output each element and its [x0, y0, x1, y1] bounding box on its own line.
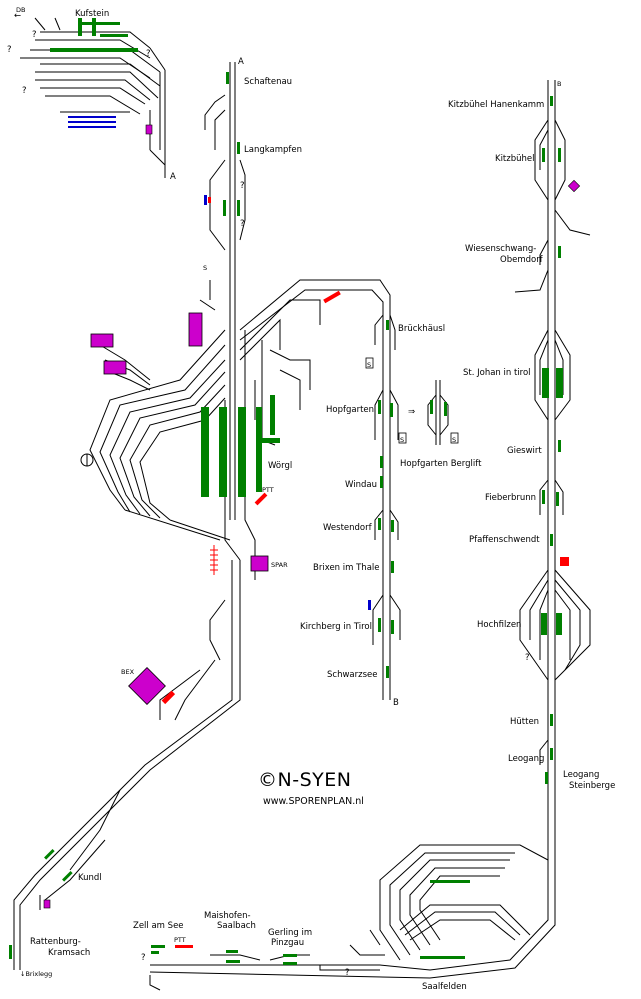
leogang-label: Leogang	[508, 754, 544, 764]
langkampfen-label: Langkampfen	[244, 145, 302, 155]
kitzbuhel-industry-siding	[567, 179, 581, 193]
question-mark: ?	[240, 219, 245, 229]
rattenberg-label: Rattenburg-Kramsach	[30, 937, 90, 958]
kundl-industry-siding	[43, 899, 51, 909]
bex-label: BEX	[121, 668, 135, 676]
lower-inn-line: BEX Kundl Rattenburg-Kramsach ↓Brixlegg	[9, 560, 241, 978]
westendorf-label: Westendorf	[323, 523, 373, 533]
bex-signal-box	[161, 690, 176, 705]
worgl-industry-siding	[90, 333, 114, 348]
question-mark: ?	[7, 45, 12, 55]
kundl-label: Kundl	[78, 873, 102, 883]
brixlegg-label: ↓Brixlegg	[20, 970, 52, 978]
s-label: S	[367, 361, 371, 369]
connector-b-label: B	[557, 80, 561, 88]
ptt-label: PTT	[174, 936, 186, 944]
fieberbrunn-label: Fieberbrunn	[485, 493, 536, 503]
saalfelden-label: Saalfelden	[422, 982, 467, 992]
schwarzsee-label: Schwarzsee	[327, 670, 377, 680]
gieswirt-label: Gieswirt	[507, 446, 542, 456]
kirchberg-label: Kirchberg in Tirol	[300, 622, 372, 632]
pfaffenschwendt-signal-box	[560, 557, 569, 566]
schaftenau-label: Schaftenau	[244, 77, 292, 87]
bex-siding	[128, 667, 166, 705]
worgl-signal-box	[323, 290, 341, 304]
kufstein-industry-siding	[145, 124, 153, 135]
kitzbuhel-hahnenkamm-label: Kitzbühel Hanenkamm	[448, 100, 544, 110]
question-mark: ?	[32, 30, 37, 40]
question-mark: ?	[22, 86, 27, 96]
connector-a-label: A	[238, 57, 244, 67]
pfaffenschwendt-label: Pfaffenschwendt	[469, 535, 540, 545]
db-label: DB	[16, 6, 25, 14]
question-mark: ?	[146, 49, 151, 59]
giselabahn-middle: Brückhäusl Hopfgarten ⇒ Hopfgarten Bergl…	[300, 314, 482, 708]
connector-b-label: B	[393, 698, 399, 708]
sporenplan-logo: ©N-SYEN www.SPORENPLAN.nl	[258, 769, 364, 807]
hopfgarten-berglift-label: Hopfgarten Berglift	[400, 459, 482, 469]
worgl-station: Wörgl SPAR PTT S	[80, 264, 391, 700]
question-mark: ?	[141, 953, 146, 963]
question-mark: ?	[345, 968, 350, 978]
s-label: S	[400, 436, 404, 444]
s-label: S	[452, 436, 456, 444]
db-arrow-icon: ←	[14, 11, 21, 21]
wiesenschwang-label: Wiesenschwang-Obemdorf	[465, 244, 544, 265]
logo-url: www.SPORENPLAN.nl	[263, 796, 364, 807]
hutten-label: Hütten	[510, 717, 539, 727]
hopfgarten-label: Hopfgarten	[326, 405, 374, 415]
windau-label: Windau	[345, 480, 377, 490]
hochfilzen-label: Hochfilzen	[477, 620, 521, 630]
bruckhausl-label: Brückhäusl	[398, 324, 445, 334]
maishofen-label: Maishofen-Saalbach	[204, 911, 256, 931]
logo-mark: ©N-SYEN	[258, 769, 351, 791]
worgl-label: Wörgl	[268, 461, 292, 471]
question-mark: ?	[525, 653, 530, 663]
kitzbuhel-label: Kitzbühel	[495, 154, 535, 164]
st-johann-label: St. Johan in tirol	[463, 368, 531, 378]
worgl-industry-siding	[103, 360, 127, 375]
schaftenau-line: A Schaftenau Langkampfen ? ?	[204, 57, 302, 520]
kufstein-label: Kufstein	[75, 9, 109, 19]
ptt-label: PTT	[262, 486, 274, 494]
question-mark: ?	[240, 181, 245, 191]
brixen-label: Brixen im Thale	[313, 563, 380, 573]
connector-a-label: A	[170, 172, 176, 182]
spar-label: SPAR	[271, 561, 288, 569]
arrow-label: ⇒	[408, 407, 415, 417]
worgl-signal-box	[254, 492, 268, 506]
spar-siding	[250, 555, 269, 572]
kufstein-yard: DB ← Kufstein ? ? ? ? A	[7, 6, 176, 182]
zell-am-see-label: Zell am See	[133, 921, 184, 931]
s-label: S	[203, 264, 207, 272]
worgl-industry-siding	[188, 312, 203, 347]
giselabahn-east: B Kitzbühel Hanenkamm Kitzbühel Wiesensc…	[448, 80, 615, 870]
